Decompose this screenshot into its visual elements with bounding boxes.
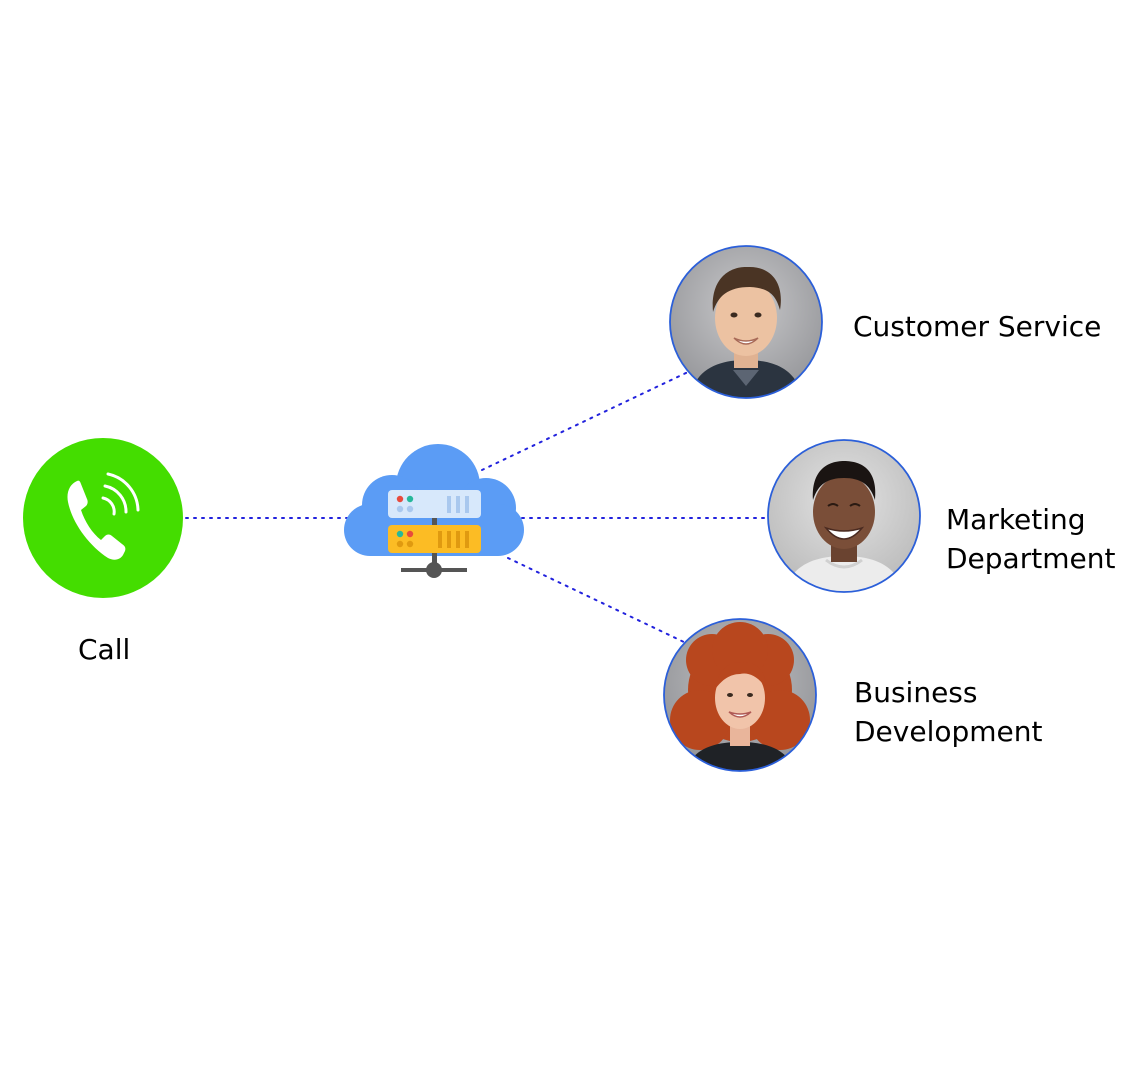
avatar-border [669, 245, 823, 399]
avatar-border [663, 618, 817, 772]
connector-hub-business-development [507, 557, 687, 644]
avatar-border [767, 439, 921, 593]
connector-hub-customer-service [481, 371, 689, 471]
phone-ringing-icon [23, 438, 183, 598]
destination-label-business-development: Business Development [854, 676, 1043, 748]
man-smiling-avatar [767, 439, 921, 593]
cloud-server-icon [344, 444, 524, 578]
man-short-hair-avatar [669, 245, 823, 399]
woman-curly-hair-avatar [663, 618, 817, 772]
connectors [185, 371, 767, 644]
call-label: Call [78, 633, 131, 666]
destination-label-marketing-department: Marketing Department [946, 503, 1116, 575]
destination-label-customer-service: Customer Service [853, 310, 1102, 343]
